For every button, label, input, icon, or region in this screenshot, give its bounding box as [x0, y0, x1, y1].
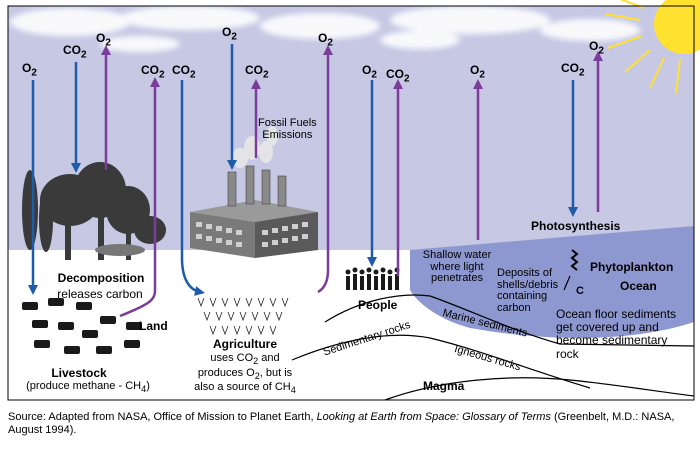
releases-carbon-label: releases carbon	[57, 287, 143, 301]
gas-label-co2: CO2	[63, 43, 87, 61]
carbon-c-label: C	[576, 285, 584, 297]
ocean-label: Ocean	[620, 279, 657, 293]
people-label: People	[358, 298, 398, 312]
gas-label-co2: CO2	[245, 63, 269, 81]
gas-label-o2: O2	[589, 39, 604, 57]
diagram-frame	[7, 5, 695, 401]
gas-label-co2: CO2	[141, 63, 165, 81]
gas-label-co2: CO2	[172, 63, 196, 81]
gas-label-o2: O2	[222, 25, 237, 43]
gas-label-o2: O2	[22, 61, 37, 79]
source-citation: Source: Adapted from NASA, Office of Mis…	[8, 411, 675, 437]
produce-methane-label: (produce methane - CH4)	[26, 380, 150, 395]
carbon-arrow	[563, 275, 571, 291]
ocean	[410, 226, 694, 339]
o2-arrow-agriculture-up	[317, 45, 333, 294]
carbon-squiggle	[570, 249, 579, 271]
magma-label: Magma	[423, 379, 465, 393]
land-label: Land	[139, 319, 168, 333]
gas-label-o2: O2	[318, 31, 333, 49]
sun	[604, 0, 700, 95]
crops	[197, 297, 289, 336]
gas-label-co2: CO2	[386, 67, 410, 85]
livestock	[22, 298, 142, 354]
clouds	[10, 6, 640, 52]
decomposition-label: Decomposition	[57, 271, 145, 285]
livestock-label: Livestock	[51, 366, 107, 380]
photosynthesis-label: Photosynthesis	[531, 219, 621, 233]
phytoplankton-label: Phytoplankton	[590, 260, 674, 274]
gas-label-o2: O2	[362, 63, 377, 81]
rock-layers	[291, 294, 695, 401]
agriculture-desc: uses CO2 and produces O2, but is also a …	[194, 352, 296, 396]
gas-label-o2: O2	[96, 31, 111, 49]
co2-arrow-decomposition	[119, 77, 160, 318]
gas-label-o2: O2	[470, 63, 485, 81]
gas-label-co2: CO2	[561, 61, 585, 79]
factory	[190, 126, 318, 258]
co2-arrow-agriculture	[180, 80, 205, 296]
agriculture-label: Agriculture	[212, 337, 277, 351]
